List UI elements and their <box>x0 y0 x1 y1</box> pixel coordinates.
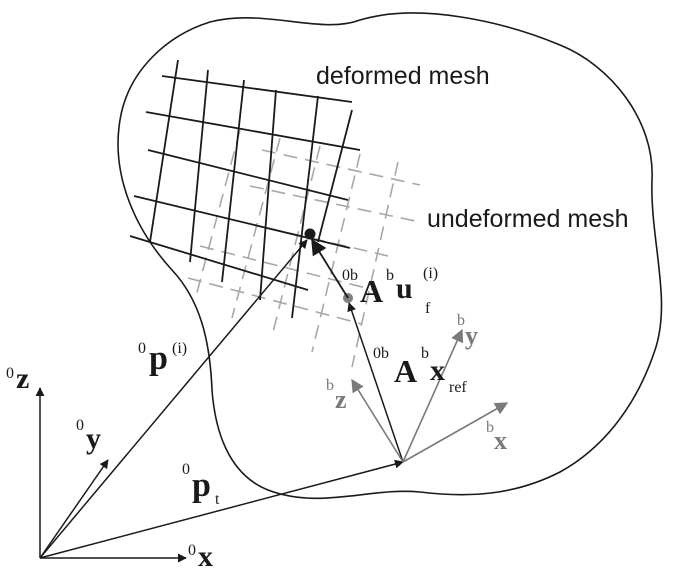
body-outline <box>117 12 663 500</box>
vector-x-ref <box>347 302 404 463</box>
undeformed-mesh <box>187 129 421 368</box>
global-y-axis <box>39 459 109 559</box>
deformed-node-point <box>304 228 316 240</box>
label-global-x: 0x <box>188 540 213 573</box>
deformed-mesh-label: deformed mesh <box>316 62 490 90</box>
body-y-axis <box>402 328 464 463</box>
body-x-axis <box>402 402 509 463</box>
body-z-axis <box>351 378 404 463</box>
label-global-z: 0z <box>6 362 29 395</box>
label-global-y: 0y <box>76 417 101 455</box>
undeformed-mesh-label: undeformed mesh <box>427 205 629 233</box>
label-body-y: by <box>457 312 478 350</box>
global-axes <box>35 387 187 563</box>
deformed-mesh <box>129 59 361 319</box>
label-body-z: bz <box>326 377 347 414</box>
label-body-x: bx <box>486 419 507 455</box>
vector-u-f <box>311 238 349 299</box>
vector-p-i <box>39 239 308 559</box>
vector-p-t <box>39 459 404 559</box>
label-p-i: 0p(i) <box>138 340 187 377</box>
body-axes <box>351 328 509 463</box>
